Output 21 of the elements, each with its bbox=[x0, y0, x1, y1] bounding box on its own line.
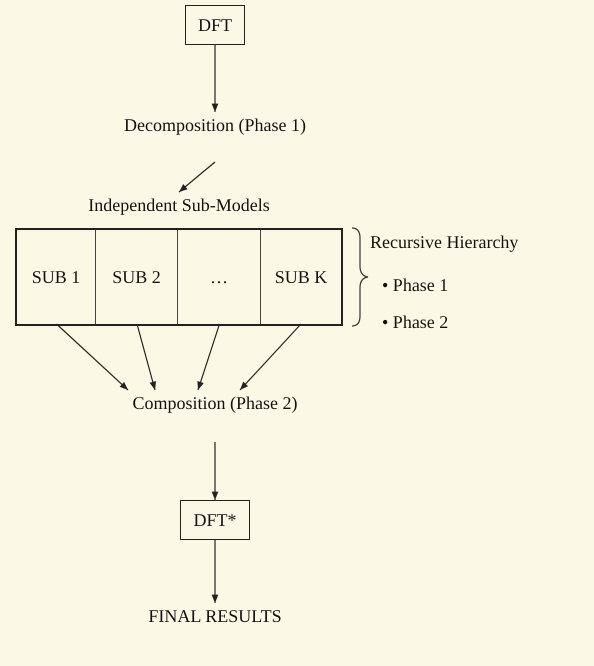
arrow bbox=[136, 324, 156, 390]
process-box: DFT* bbox=[180, 500, 250, 540]
sub-model-cell: SUB K bbox=[261, 230, 341, 324]
result-label: FINAL RESULTS bbox=[120, 603, 310, 629]
sub-model-cell: … bbox=[178, 230, 261, 324]
sub-model-cell: SUB 2 bbox=[96, 230, 178, 324]
arrow bbox=[197, 324, 220, 390]
step-label: Decomposition (Phase 1) bbox=[110, 112, 320, 162]
arrow bbox=[240, 324, 302, 390]
arrow bbox=[212, 540, 218, 603]
arrow bbox=[178, 162, 216, 192]
step-label: Composition (Phase 2) bbox=[110, 390, 320, 442]
arrow bbox=[212, 45, 218, 112]
bullet-item: • Phase 1 bbox=[382, 275, 448, 296]
side-heading: Recursive Hierarchy bbox=[370, 232, 518, 253]
group-heading: Independent Sub-Models bbox=[87, 194, 271, 217]
process-box: DFT bbox=[185, 5, 245, 45]
arrow bbox=[56, 324, 128, 390]
arrow bbox=[212, 442, 218, 500]
bullet-item: • Phase 2 bbox=[382, 312, 448, 333]
sub-model-cell: SUB 1 bbox=[17, 230, 96, 324]
